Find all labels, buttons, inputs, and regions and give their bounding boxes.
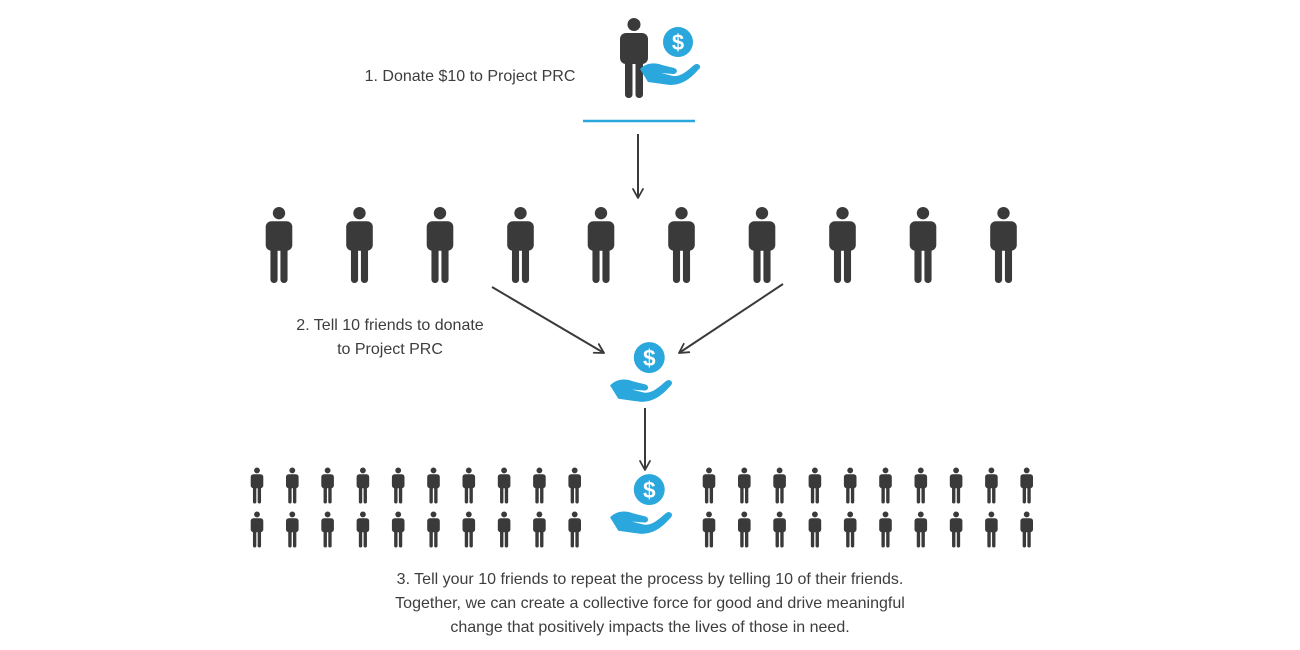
donor-person-icon (620, 18, 648, 98)
small-person-icon (391, 467, 405, 504)
step-3-text: 3. Tell your 10 friends to repeat the pr… (300, 568, 1000, 640)
step-2-line-1: 2. Tell 10 friends to donate (296, 317, 484, 334)
step-2-text: 2. Tell 10 friends to donate to Project … (270, 314, 510, 362)
small-person-icon (914, 467, 928, 504)
step-1-text: 1. Donate $10 to Project PRC (364, 68, 576, 85)
small-person-icon (1020, 467, 1033, 504)
small-person-icon (738, 467, 751, 504)
small-person-icon (843, 511, 857, 548)
small-person-icon (985, 467, 998, 504)
small-person-icon (356, 511, 370, 548)
step-3-line-1: 3. Tell your 10 friends to repeat the pr… (396, 571, 904, 588)
left-friends-group (250, 467, 581, 548)
small-person-icon (914, 511, 928, 548)
right-friends-group (702, 467, 1033, 548)
small-person-icon (391, 511, 405, 548)
small-person-icon (985, 511, 998, 548)
arrow-right-converge-icon (678, 283, 784, 354)
donor-donation-icon (640, 27, 701, 85)
small-person-icon (462, 467, 476, 504)
small-person-icon (702, 511, 716, 548)
friend-person-icon (265, 207, 293, 283)
friend-person-icon (346, 207, 373, 283)
friend-person-icon (829, 207, 856, 283)
small-person-icon (250, 467, 264, 504)
small-person-icon (321, 467, 334, 504)
small-person-icon (462, 511, 476, 548)
small-person-icon (497, 467, 511, 504)
small-person-icon (773, 467, 786, 504)
small-person-icon (250, 511, 264, 548)
small-person-icon (702, 467, 716, 504)
small-person-icon (949, 511, 963, 548)
step-3-line-2: Together, we can create a collective for… (395, 595, 905, 612)
small-person-icon (843, 467, 857, 504)
step-3-line-3: change that positively impacts the lives… (450, 619, 850, 636)
small-person-icon (879, 511, 892, 548)
friend-person-icon (426, 207, 454, 283)
small-person-icon (286, 467, 299, 504)
friend-person-icon (909, 207, 937, 283)
small-person-icon (738, 511, 751, 548)
small-person-icon (949, 467, 963, 504)
friend-person-icon (587, 207, 615, 283)
arrow-left-converge-icon (491, 286, 605, 354)
small-person-icon (427, 511, 440, 548)
small-person-icon (533, 467, 546, 504)
friends-row (265, 207, 1017, 283)
small-person-icon (879, 467, 892, 504)
small-person-icon (1020, 511, 1033, 548)
small-person-icon (568, 511, 581, 548)
step-2-line-2: to Project PRC (337, 341, 443, 358)
small-person-icon (808, 511, 822, 548)
small-person-icon (321, 511, 334, 548)
small-person-icon (286, 511, 299, 548)
small-person-icon (773, 511, 786, 548)
friend-person-icon (990, 207, 1017, 283)
small-person-icon (533, 511, 546, 548)
middle-donation-icon (610, 342, 672, 402)
bottom-donation-icon (610, 474, 672, 534)
friend-person-icon (668, 207, 695, 283)
friend-person-icon (748, 207, 776, 283)
friend-person-icon (507, 207, 534, 283)
small-person-icon (568, 467, 581, 504)
small-person-icon (427, 467, 440, 504)
small-person-icon (356, 467, 370, 504)
small-person-icon (497, 511, 511, 548)
small-person-icon (808, 467, 822, 504)
